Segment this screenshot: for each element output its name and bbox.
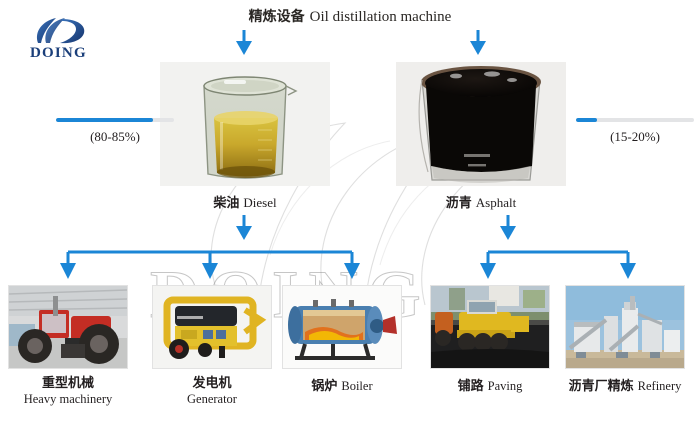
paving-label-en: Paving [487,379,523,393]
asphalt-beaker-photo [396,62,566,186]
brand-logo: DOING [24,16,110,62]
diesel-yield-track [56,118,174,122]
application-card-heavy-machinery[interactable]: 重型机械 Heavy machinery [8,285,128,408]
diesel-label-cn: 柴油 [213,196,240,211]
doing-monogram-icon [32,16,94,46]
generator-label-cn: 发电机 [192,376,232,391]
arrow-down-to-diesel-icon [233,30,255,56]
heavy-machinery-label-en: Heavy machinery [23,392,113,407]
diesel-label-en: Diesel [243,195,277,210]
arrow-down-from-asphalt-icon [497,215,519,241]
page-title-cn: 精炼设备 [248,9,305,25]
heavy-machinery-label: 重型机械 Heavy machinery [8,376,128,408]
diesel-yield-meter: (80-85%) [50,118,180,145]
refinery-label-en: Refinery [637,379,682,393]
generator-label: 发电机 Generator [152,376,272,408]
page-title-en: Oil distillation machine [309,9,452,25]
generator-photo [152,285,272,369]
brand-wordmark: DOING [30,45,87,61]
boiler-label-cn: 锅炉 [311,379,338,394]
asphalt-yield-fill [576,118,598,122]
boiler-label-en: Boiler [341,379,373,393]
asphalt-plant-photo [565,285,685,369]
generator-label-en: Generator [187,392,237,407]
application-card-generator[interactable]: 发电机 Generator [152,285,272,408]
diesel-beaker-photo [160,62,330,186]
diesel-distribution-bracket [60,246,360,282]
tractor-photo [8,285,128,369]
boiler-photo [282,285,402,369]
asphalt-yield-track [576,118,694,122]
asphalt-yield-caption: (15-20%) [610,129,660,144]
heavy-machinery-label-cn: 重型机械 [41,376,94,391]
diesel-yield-fill [56,118,153,122]
refinery-label-cn: 沥青厂精炼 [568,379,634,394]
paving-label-cn: 铺路 [457,379,484,394]
asphalt-label-cn: 沥青 [445,196,472,211]
arrow-down-to-asphalt-icon [467,30,489,56]
asphalt-label-en: Asphalt [475,195,517,210]
asphalt-distribution-bracket [480,246,636,282]
arrow-down-from-diesel-icon [233,215,255,241]
road-roller-photo [430,285,550,369]
diesel-yield-caption: (80-85%) [90,129,140,144]
asphalt-yield-meter: (15-20%) [570,118,700,145]
